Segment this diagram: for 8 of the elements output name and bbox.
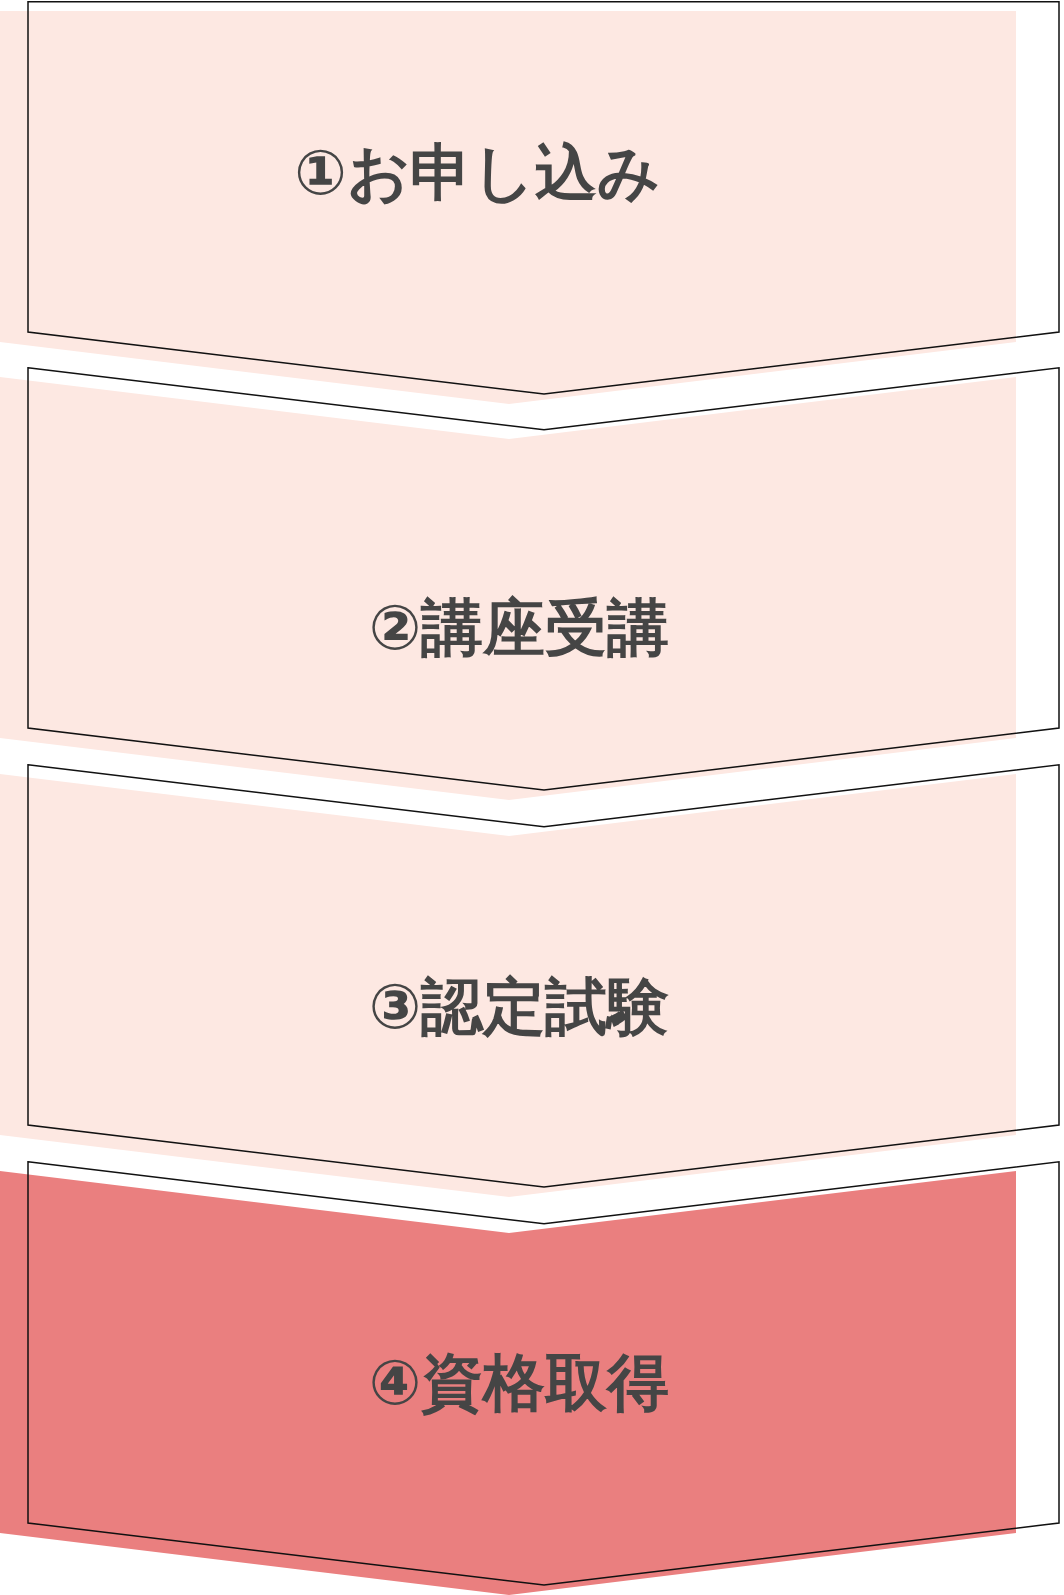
chevron-step <box>0 1161 1060 1595</box>
step-label: ③認定試験 <box>368 972 670 1042</box>
chevron-step <box>0 1 1060 404</box>
step-label: ④資格取得 <box>368 1348 670 1418</box>
chevron-step <box>0 764 1060 1197</box>
step-label: ②講座受講 <box>368 593 670 663</box>
chevron-step <box>0 367 1060 800</box>
step-label: ①お申し込み <box>294 138 660 208</box>
